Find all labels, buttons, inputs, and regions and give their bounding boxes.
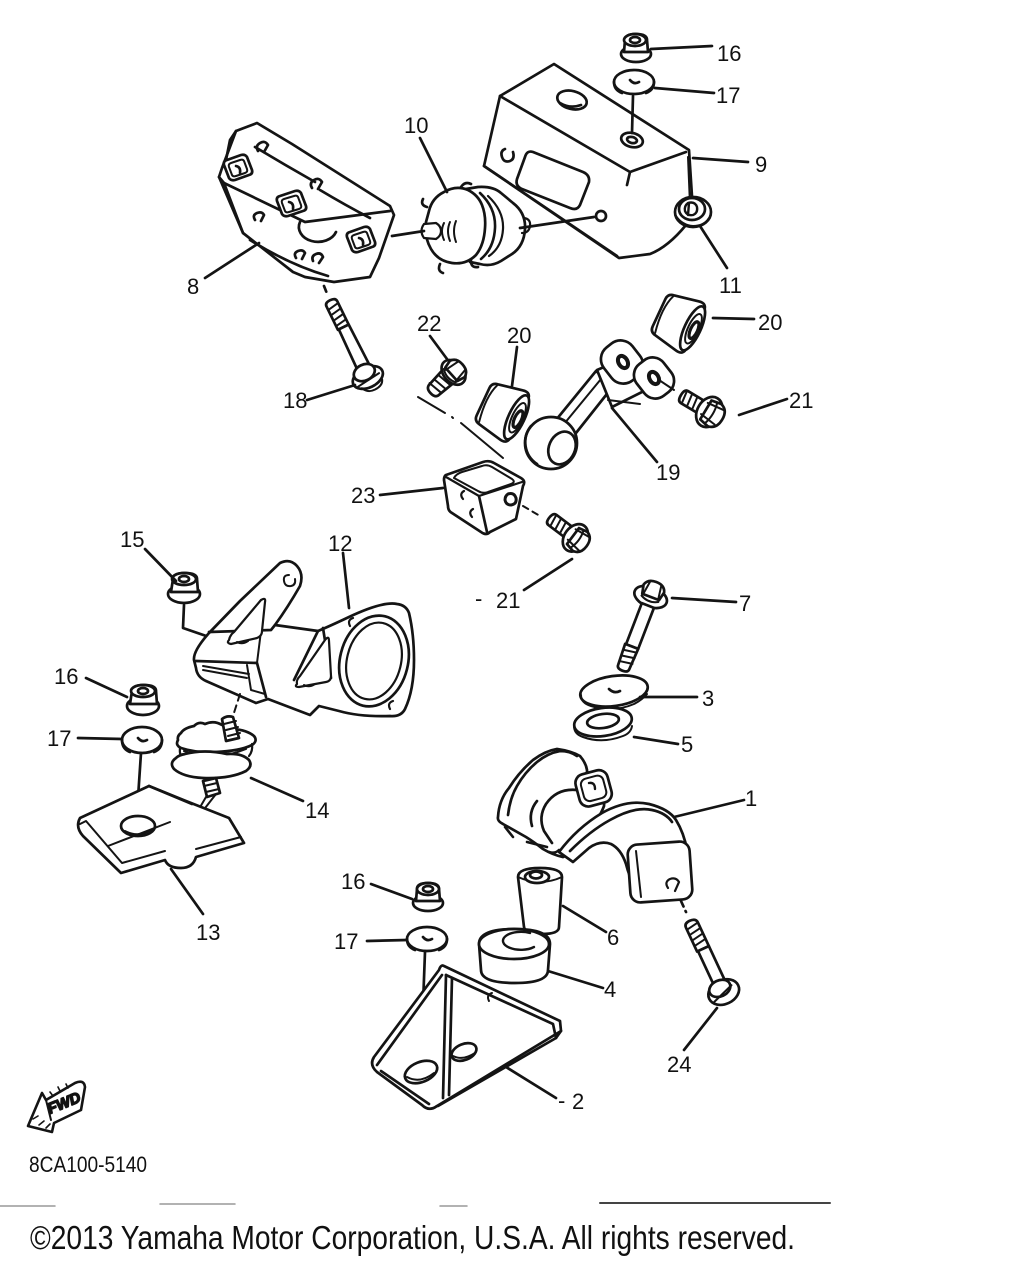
svg-text:7: 7 (739, 591, 751, 616)
svg-text:13: 13 (196, 920, 220, 945)
svg-text:10: 10 (404, 113, 428, 138)
svg-text:8CA100-5140: 8CA100-5140 (29, 1152, 147, 1177)
svg-text:19: 19 (656, 460, 680, 485)
svg-text:6: 6 (607, 925, 619, 950)
svg-text:12: 12 (328, 531, 352, 556)
svg-text:15: 15 (120, 527, 144, 552)
svg-text:3: 3 (702, 686, 714, 711)
svg-text:11: 11 (719, 273, 742, 298)
svg-text:17: 17 (716, 83, 740, 108)
svg-text:21: 21 (789, 388, 813, 413)
svg-text:17: 17 (334, 929, 358, 954)
svg-text:18: 18 (283, 388, 307, 413)
svg-text:16: 16 (717, 41, 741, 66)
svg-text:14: 14 (305, 798, 329, 823)
svg-text:22: 22 (417, 311, 441, 336)
svg-text:23: 23 (351, 483, 375, 508)
svg-text:16: 16 (341, 869, 365, 894)
svg-text:-: - (558, 1088, 565, 1113)
svg-text:©2013 Yamaha Motor Corporation: ©2013 Yamaha Motor Corporation, U.S.A. A… (30, 1219, 795, 1256)
svg-text:21: 21 (496, 588, 520, 613)
svg-text:4: 4 (604, 977, 616, 1002)
svg-text:24: 24 (667, 1052, 691, 1077)
svg-text:2: 2 (572, 1089, 584, 1114)
svg-text:20: 20 (507, 323, 531, 348)
svg-text:8: 8 (187, 274, 199, 299)
svg-text:9: 9 (755, 152, 767, 177)
svg-text:5: 5 (681, 732, 693, 757)
svg-text:-: - (475, 586, 482, 611)
svg-text:17: 17 (47, 726, 71, 751)
svg-text:16: 16 (54, 664, 78, 689)
svg-text:1: 1 (745, 786, 757, 811)
svg-text:20: 20 (758, 310, 782, 335)
